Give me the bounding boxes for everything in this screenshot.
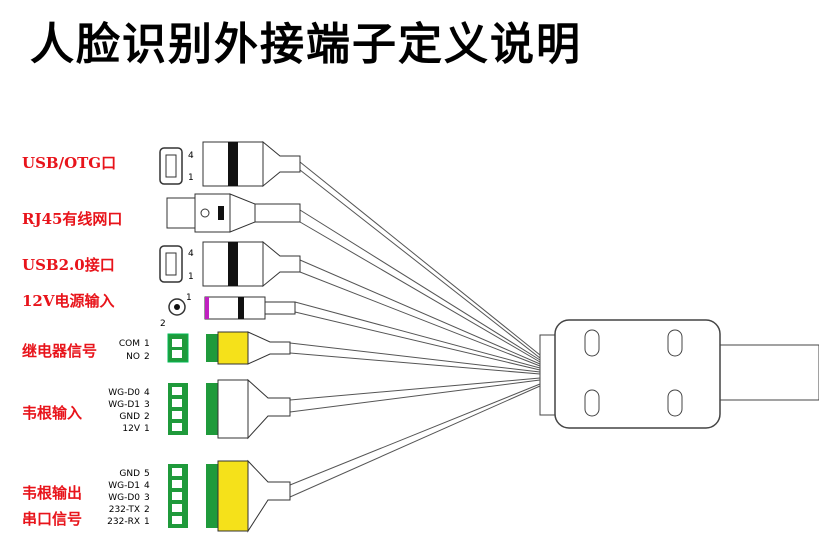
label-12v-power: 12V电源输入: [22, 292, 115, 310]
pin-name: GND: [119, 412, 140, 422]
pin-number: 1: [144, 517, 150, 527]
pin-number: 2: [160, 319, 166, 329]
pin-name: 232-RX: [107, 517, 140, 527]
label-serial: 串口信号: [22, 510, 82, 528]
pin-number: 4: [188, 151, 194, 161]
label-usb2: USB2.0接口: [22, 256, 115, 274]
pin-name: 12V: [122, 424, 140, 434]
pin-number: 3: [144, 493, 150, 503]
pin-name: WG-D1: [108, 481, 140, 491]
cable-wires: [289, 161, 541, 498]
main-cable: [539, 319, 819, 429]
pin-number: 4: [188, 249, 194, 259]
usb2-connector: 4 1: [159, 240, 301, 288]
pin-name: NO: [126, 352, 140, 362]
pin-number: 1: [186, 293, 192, 303]
rj45-connector: [166, 193, 301, 233]
wiegand-out-serial-terminal: GND 5 WG-D1 4 WG-D0 3 232-TX 2 232-RX 1: [107, 459, 291, 533]
pin-name: GND: [119, 469, 140, 479]
pin-number: 1: [188, 272, 194, 282]
label-usb-otg: USB/OTG口: [22, 154, 116, 172]
pin-number: 2: [144, 352, 150, 362]
pin-name: WG-D0: [108, 493, 140, 503]
label-rj45: RJ45有线网口: [22, 210, 122, 228]
pin-name: WG-D1: [108, 400, 140, 410]
pin-name: WG-D0: [108, 388, 140, 398]
pin-number: 5: [144, 469, 150, 479]
pin-number: 1: [144, 424, 150, 434]
wiegand-in-terminal: WG-D0 4 WG-D1 3 GND 2 12V 1: [108, 378, 291, 440]
dc-power-connector: 1 2: [160, 293, 296, 329]
pin-name: COM: [119, 339, 140, 349]
label-relay: 继电器信号: [22, 342, 97, 360]
label-wiegand-in: 韦根输入: [22, 404, 82, 422]
pin-number: 4: [144, 388, 150, 398]
pin-number: 2: [144, 412, 150, 422]
pin-number: 1: [144, 339, 150, 349]
relay-terminal: COM 1 NO 2: [119, 331, 291, 365]
pin-number: 3: [144, 400, 150, 410]
pin-name: 232-TX: [109, 505, 140, 515]
pin-number: 4: [144, 481, 150, 491]
label-wiegand-out: 韦根输出: [22, 484, 82, 502]
pin-number: 1: [188, 173, 194, 183]
pin-number: 2: [144, 505, 150, 515]
usb-otg-connector: 4 1: [159, 140, 301, 188]
page-title: 人脸识别外接端子定义说明: [30, 19, 582, 70]
